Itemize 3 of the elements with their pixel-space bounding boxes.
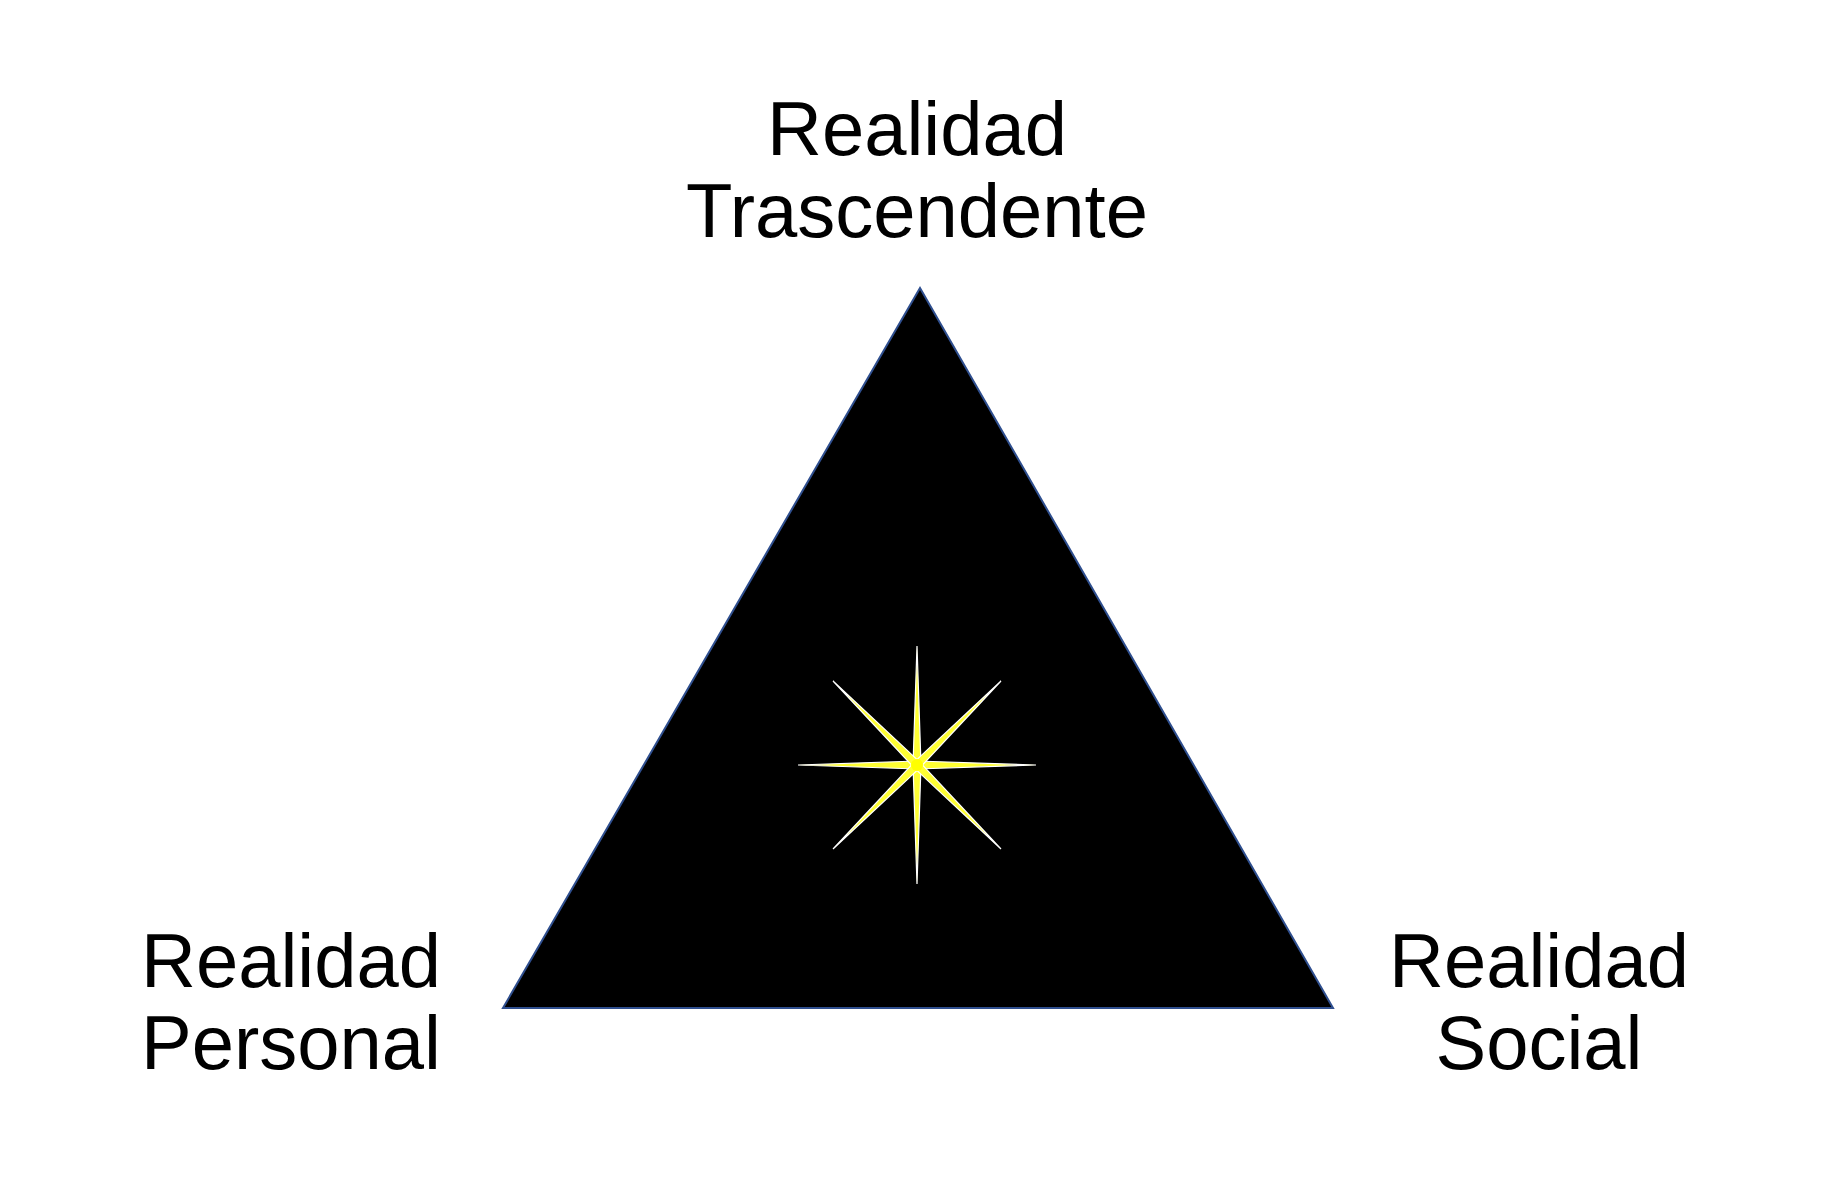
- vertex-label: Realidad Personal: [140, 920, 442, 1085]
- vertex-label: Realidad Social: [1388, 920, 1690, 1085]
- vertex-label: Realidad Trascendente: [685, 88, 1149, 253]
